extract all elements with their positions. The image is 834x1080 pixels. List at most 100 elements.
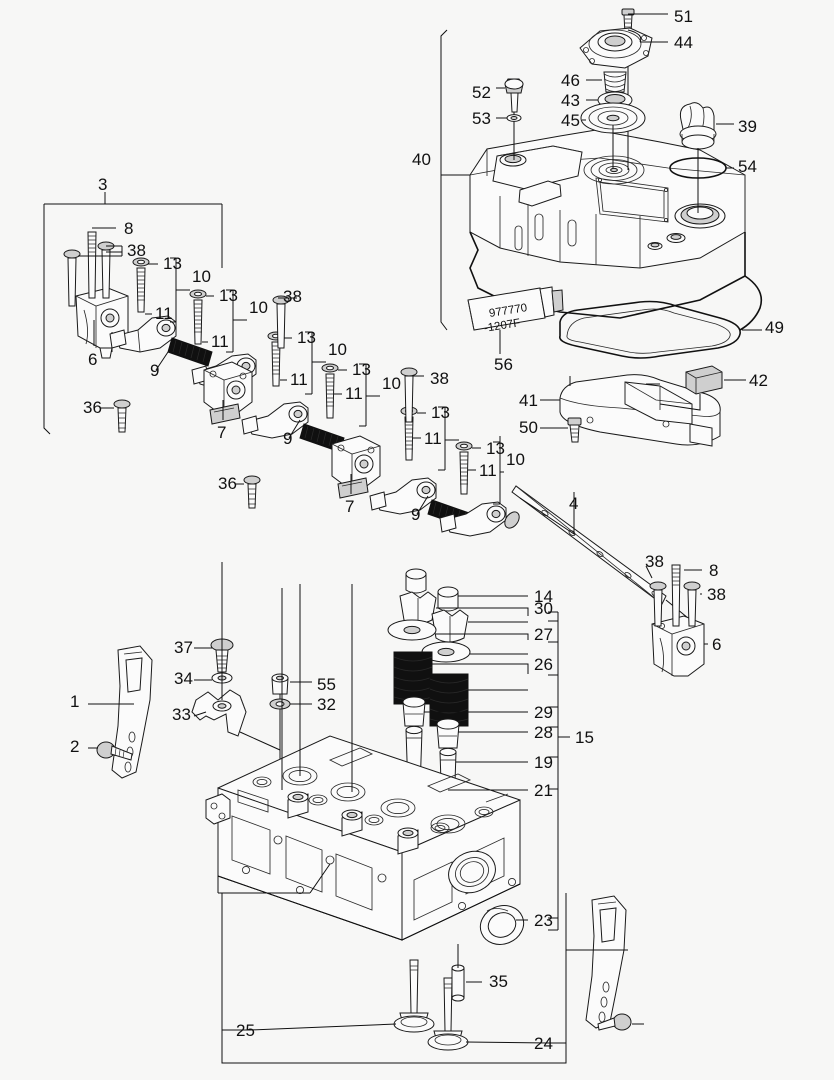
callout-25: 25 bbox=[236, 1021, 255, 1040]
callout-34: 34 bbox=[174, 669, 193, 688]
part-49-gasket bbox=[559, 275, 763, 359]
part-9-rocker-arm-1 bbox=[109, 315, 177, 353]
part-56-sealant-tube bbox=[467, 286, 564, 354]
part-11-adjuster-6 bbox=[459, 451, 469, 495]
part-9-rocker-arm-3 bbox=[241, 401, 309, 439]
part-38-bolt-mid-b bbox=[400, 367, 418, 423]
callout-40: 40 bbox=[412, 150, 431, 169]
part-8-stud-right bbox=[671, 564, 681, 627]
callout-11-b: 11 bbox=[211, 332, 229, 351]
callout-38-e: 38 bbox=[707, 585, 726, 604]
callout-27: 27 bbox=[534, 625, 553, 644]
part-1-lifting-hook-left bbox=[111, 645, 153, 779]
callout-11-c: 11 bbox=[290, 370, 308, 389]
part-38-bolt-right-a bbox=[649, 581, 667, 627]
part-13-nut-1 bbox=[132, 257, 150, 267]
callout-6-right: 6 bbox=[712, 635, 722, 654]
part-7-shaft-support-1 bbox=[203, 361, 253, 425]
callout-46: 46 bbox=[561, 71, 580, 90]
part-11-adjuster-5 bbox=[404, 416, 414, 461]
part-38-bolt-left-b bbox=[63, 249, 81, 307]
callout-36-b: 36 bbox=[218, 474, 237, 493]
part-13-nut-6 bbox=[455, 441, 473, 451]
part-23-oil-seal bbox=[479, 905, 525, 945]
part-53-washer bbox=[506, 114, 522, 122]
part-46-spring bbox=[603, 71, 627, 93]
part-42-rubber-block bbox=[646, 365, 723, 411]
part-41-baffle bbox=[559, 374, 721, 447]
part-36-bolt-b bbox=[243, 475, 261, 509]
callout-11-e: 11 bbox=[424, 429, 442, 448]
part-35-dowel-pin bbox=[451, 944, 465, 1002]
callout-42: 42 bbox=[749, 371, 768, 390]
callout-6-left: 6 bbox=[88, 350, 98, 369]
callout-14: 14 bbox=[534, 587, 553, 606]
callout-38-b: 38 bbox=[283, 287, 302, 306]
callout-13-b: 13 bbox=[219, 286, 238, 305]
part-50-bolt bbox=[567, 417, 582, 443]
part-36-bolt-a bbox=[113, 399, 131, 433]
callout-2-left: 2 bbox=[70, 737, 80, 756]
callout-3: 3 bbox=[98, 175, 108, 194]
callout-10-a: 10 bbox=[192, 267, 211, 286]
callout-38-c: 38 bbox=[430, 369, 449, 388]
cylinder-head-casting bbox=[205, 735, 521, 941]
callout-45: 45 bbox=[561, 111, 580, 130]
callout-24: 24 bbox=[534, 1034, 553, 1053]
part-6-rocker-bracket-left bbox=[75, 287, 129, 359]
callout-10-e: 10 bbox=[506, 450, 525, 469]
part-44-breather-cover bbox=[579, 27, 653, 69]
part-24-exhaust-valve bbox=[427, 977, 549, 1051]
callout-15: 15 bbox=[575, 728, 594, 747]
callout-43: 43 bbox=[561, 91, 580, 110]
callout-9-c: 9 bbox=[411, 505, 421, 524]
part-13-nut-2 bbox=[189, 289, 207, 299]
part-4-rocker-shaft bbox=[504, 485, 689, 619]
leader-lines bbox=[78, 13, 762, 1025]
callout-13-d: 13 bbox=[352, 360, 371, 379]
part-38-bolt-left-a bbox=[97, 241, 115, 299]
callout-11-d: 11 bbox=[345, 384, 363, 403]
part-9-rocker-arm-4 bbox=[369, 477, 437, 515]
callout-1-left: 1 bbox=[70, 692, 80, 711]
part-11-adjuster-4 bbox=[325, 373, 335, 419]
callout-36-a: 36 bbox=[83, 398, 102, 417]
callout-26: 26 bbox=[534, 655, 553, 674]
part-spring-coil-1 bbox=[167, 337, 213, 367]
part-32-washer bbox=[269, 698, 291, 710]
callout-13-f: 13 bbox=[486, 439, 505, 458]
callout-29: 29 bbox=[534, 703, 553, 722]
part-26-valve-spring bbox=[393, 651, 469, 727]
bracket-40 bbox=[440, 29, 470, 331]
callout-51: 51 bbox=[674, 7, 693, 26]
part-33-clamp bbox=[191, 689, 281, 751]
callout-11-a: 11 bbox=[155, 304, 173, 323]
part-11-adjuster-3 bbox=[271, 341, 281, 387]
part-9-rocker-arm-5 bbox=[439, 501, 507, 537]
part-7-shaft-support-2 bbox=[331, 435, 381, 499]
callout-23: 23 bbox=[534, 911, 553, 930]
callout-44: 44 bbox=[674, 33, 693, 52]
callout-52: 52 bbox=[472, 83, 491, 102]
valve-cover-part-40 bbox=[469, 129, 746, 319]
callout-8-right: 8 bbox=[709, 561, 719, 580]
callout-41: 41 bbox=[519, 391, 538, 410]
callout-54: 54 bbox=[738, 157, 757, 176]
part-29-stem-seal bbox=[402, 696, 426, 727]
callout-8-left: 8 bbox=[124, 219, 134, 238]
part-1-lifting-hook-right bbox=[585, 895, 627, 1029]
callout-53: 53 bbox=[472, 109, 491, 128]
part-11-adjuster-1 bbox=[136, 267, 146, 313]
callout-10-d: 10 bbox=[382, 374, 401, 393]
part-14-valve-cap bbox=[405, 568, 459, 612]
callout-4: 4 bbox=[569, 494, 579, 513]
callout-10-b: 10 bbox=[249, 298, 268, 317]
callout-55: 55 bbox=[317, 675, 336, 694]
part-27-spring-seat bbox=[387, 619, 471, 663]
part-39-oil-cap bbox=[679, 102, 717, 213]
callout-10-c: 10 bbox=[328, 340, 347, 359]
part-38-bolt-mid-a bbox=[272, 295, 290, 349]
bracket-15 bbox=[548, 611, 570, 931]
